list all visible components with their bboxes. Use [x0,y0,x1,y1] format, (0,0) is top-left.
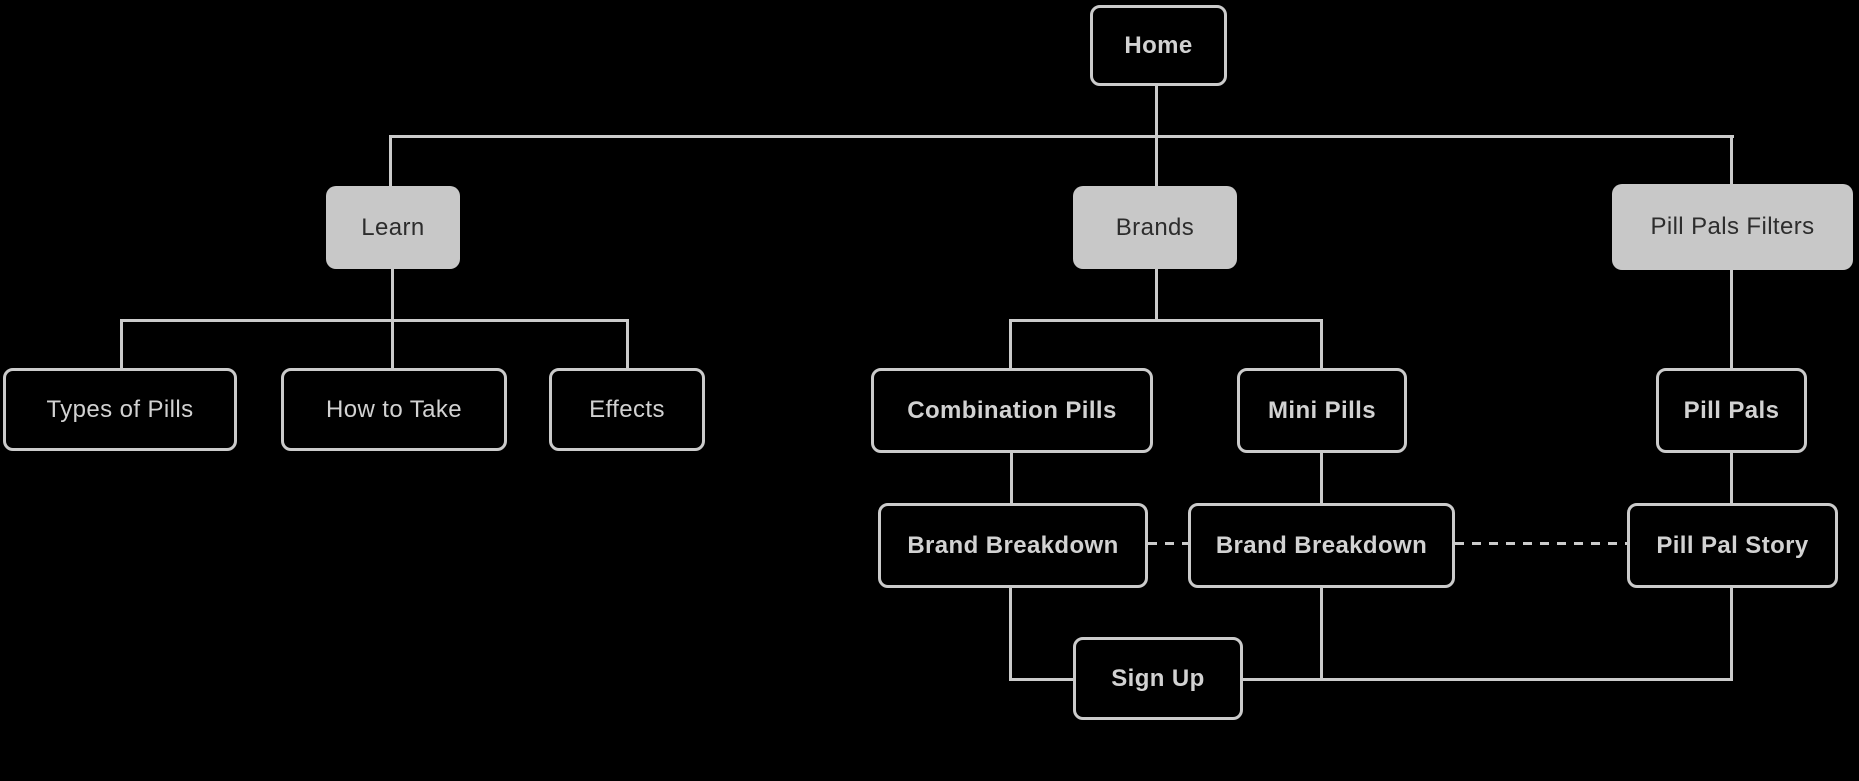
connector-story-down [1730,588,1733,680]
node-effects: Effects [549,368,705,451]
connector-drop-pill-pals-filters [1730,135,1733,184]
connector-filters-to-pill-pals [1730,270,1733,368]
node-sign-up: Sign Up [1073,637,1243,720]
node-how-to-take-label: How to Take [325,395,463,423]
connector-breakdown2-down [1320,588,1323,680]
connector-brands-horizontal [1009,319,1323,322]
node-types-of-pills: Types of Pills [3,368,237,451]
node-brands: Brands [1073,186,1237,269]
node-pill-pal-story-label: Pill Pal Story [1656,531,1809,559]
connector-signup-horizontal [1009,678,1733,681]
node-combination-pills: Combination Pills [871,368,1153,453]
connector-pill-pals-to-story [1730,453,1733,503]
connector-drop-learn [389,135,392,186]
node-types-of-pills-label: Types of Pills [46,395,194,423]
connector-breakdown1-down [1009,588,1012,681]
dashed-link-breakdown1-breakdown2 [1148,542,1188,545]
node-brand-breakdown-1-label: Brand Breakdown [907,531,1119,559]
connector-combination-to-breakdown [1010,453,1013,503]
node-home: Home [1090,5,1227,86]
node-pill-pals-filters-label-part1: Pill Pals [1650,213,1740,240]
connector-drop-effects [626,319,629,368]
connector-main-horizontal [390,135,1734,138]
node-brands-label: Brands [1115,213,1195,241]
node-mini-pills: Mini Pills [1237,368,1407,453]
node-effects-label: Effects [589,395,665,423]
connector-learn-to-how-to-take [391,269,394,368]
node-pill-pals-filters-label: Pill Pals Filters [1650,213,1814,241]
connector-drop-mini-pills [1320,319,1323,368]
node-pill-pals: Pill Pals [1656,368,1807,453]
node-pill-pals-label: Pill Pals [1683,396,1780,424]
connector-drop-combination-pills [1009,319,1012,368]
dashed-link-breakdown2-story [1455,542,1627,545]
connector-mini-to-breakdown [1320,453,1323,503]
node-learn-label: Learn [361,213,425,241]
connector-learn-horizontal [120,319,629,322]
node-pill-pals-filters-label-part2: Filters [1746,213,1815,240]
node-pill-pals-filters: Pill Pals Filters [1612,184,1853,270]
node-brand-breakdown-2: Brand Breakdown [1188,503,1455,588]
node-mini-pills-label: Mini Pills [1267,396,1376,424]
connector-brands-down [1155,269,1158,322]
connector-drop-types-of-pills [120,319,123,368]
node-home-label: Home [1124,31,1193,59]
node-sign-up-label: Sign Up [1111,664,1205,692]
node-how-to-take: How to Take [281,368,507,451]
node-brand-breakdown-1: Brand Breakdown [878,503,1148,588]
node-pill-pal-story: Pill Pal Story [1627,503,1838,588]
node-combination-pills-label: Combination Pills [907,396,1117,424]
node-brand-breakdown-2-label: Brand Breakdown [1215,531,1428,559]
node-learn: Learn [326,186,460,269]
